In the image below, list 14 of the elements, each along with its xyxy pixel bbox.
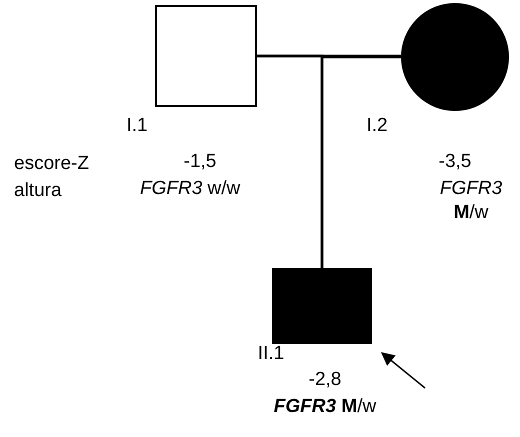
- z-score-value: -2,8: [308, 368, 342, 392]
- axis-label: escore-Z altura: [14, 152, 90, 203]
- pedigree-line: [320, 56, 401, 268]
- male-square: [155, 5, 257, 107]
- genotype-label: FGFR3 M/w: [272, 395, 378, 419]
- individual-id: I.2: [365, 114, 389, 138]
- proband-arrow: [380, 352, 426, 389]
- individual-id: II.1: [256, 342, 286, 366]
- individual-id: I.1: [125, 114, 149, 138]
- z-score-value: -1,5: [182, 150, 218, 174]
- genotype-label: FGFR3 w/w: [140, 177, 242, 201]
- z-score-value: -3,5: [438, 150, 472, 174]
- genotype-label: FGFR3 M/w: [438, 177, 504, 225]
- male-square: [272, 268, 372, 344]
